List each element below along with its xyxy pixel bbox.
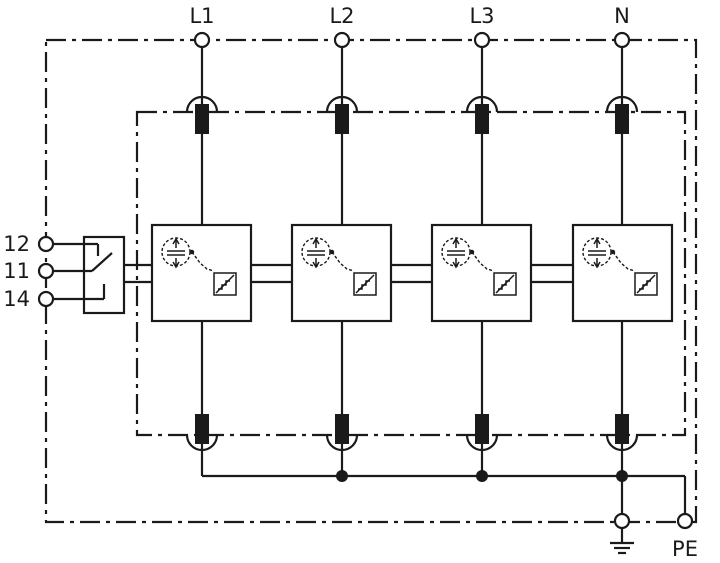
fuse-top-l2	[335, 104, 349, 134]
thermal-element-icon	[493, 272, 517, 296]
thermal-element-icon	[213, 272, 237, 296]
fuse-top-n	[615, 104, 629, 134]
varistor-disconnector-icon	[301, 237, 355, 272]
terminal-n	[613, 31, 631, 49]
phase-column-n	[605, 46, 639, 514]
varistor-disconnector-icon	[161, 237, 215, 272]
label-l1: L1	[189, 4, 214, 28]
thermal-element-icon	[353, 272, 377, 296]
protection-module-l2	[290, 223, 393, 323]
thermal-element-icon	[634, 272, 658, 296]
phase-column-l1	[185, 46, 219, 476]
junction-dot	[616, 470, 628, 482]
terminal-l3	[473, 31, 491, 49]
terminal-ground	[613, 512, 631, 530]
protection-module-l1	[150, 223, 253, 323]
module-links	[124, 263, 573, 284]
phase-column-l3	[465, 46, 499, 476]
label-14: 14	[3, 287, 30, 311]
fuse-top-l1	[195, 104, 209, 134]
remote-signal-contact	[46, 235, 126, 315]
fuse-bottom-n	[615, 414, 629, 444]
crossover-arc	[185, 434, 219, 452]
earth-ground-icon	[610, 528, 634, 555]
terminal-pe	[676, 512, 694, 530]
junction-dot	[476, 470, 488, 482]
outer-enclosure	[44, 38, 698, 524]
label-l3: L3	[469, 4, 494, 28]
label-l2: L2	[329, 4, 354, 28]
terminal-12	[37, 235, 55, 253]
phase-column-l2	[325, 46, 359, 476]
fuse-top-l3	[475, 104, 489, 134]
crossover-arc	[185, 95, 219, 113]
terminal-11	[37, 262, 55, 280]
protection-module-l3	[430, 223, 533, 323]
fuse-bottom-l2	[335, 414, 349, 444]
terminal-14	[37, 290, 55, 308]
label-n: N	[614, 4, 630, 28]
protection-module-n	[571, 223, 674, 323]
inner-enclosure	[135, 110, 687, 437]
varistor-disconnector-icon	[582, 237, 636, 272]
label-12: 12	[3, 232, 30, 256]
label-pe: PE	[672, 537, 698, 561]
label-11: 11	[3, 259, 30, 283]
varistor-disconnector-icon	[441, 237, 495, 272]
fuse-bottom-l1	[195, 414, 209, 444]
fuse-bottom-l3	[475, 414, 489, 444]
terminal-l2	[333, 31, 351, 49]
junction-dot	[336, 470, 348, 482]
terminal-l1	[193, 31, 211, 49]
